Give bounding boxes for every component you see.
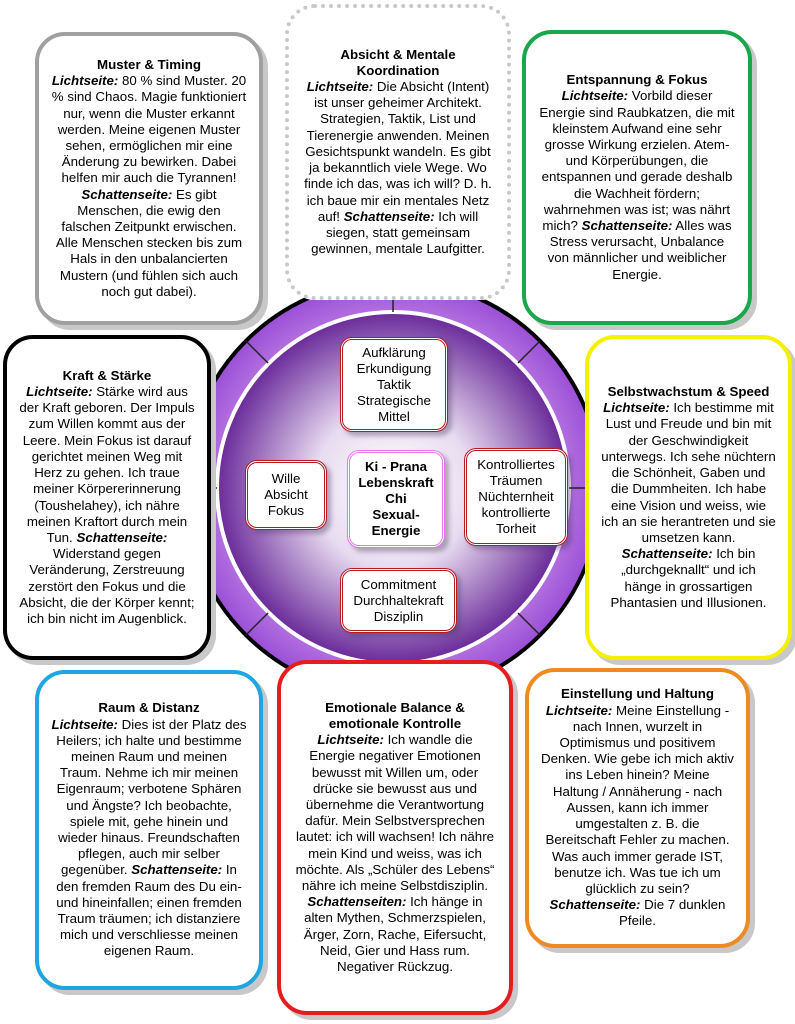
box-text: Es gibt Menschen, die ewig den falschen … (55, 186, 243, 299)
box-text: Ich wandle die Energie negativer Emotion… (295, 732, 495, 893)
wheel-line: Absicht (264, 487, 308, 502)
box-body: Lichtseite: Vorbild dieser Energie sind … (538, 88, 736, 282)
wheel-line: Lebenskraft (358, 475, 434, 490)
lichtseite-label: Lichtseite: (317, 732, 384, 748)
wheel-line: Nüchternheit (478, 489, 554, 504)
wheel-line: Aufklärung (362, 344, 426, 360)
box-text: In den fremden Raum des Du ein- und hine… (56, 862, 242, 959)
lichtseite-label: Lichtseite: (603, 400, 670, 416)
wheel-line: Torheit (496, 521, 536, 536)
wheel-line: Sexual- (372, 507, 420, 522)
wheel-line: Wille (271, 471, 301, 486)
lichtseite-label: Lichtseite: (51, 73, 119, 89)
wheel-line: kontrollierte (481, 505, 551, 520)
box-body: Lichtseite: Dies ist der Platz des Heile… (51, 717, 247, 960)
box-text: Meine Einstellung - nach Innen, wurzelt … (541, 702, 734, 896)
wheel-line: Strategische (357, 392, 431, 408)
box-title: Entspannung & Fokus (566, 72, 708, 88)
box-text: 80 % sind Muster. 20 % sind Chaos. Magie… (51, 73, 247, 186)
box-text: Vorbild dieser Energie sind Raubkatzen, … (539, 88, 735, 233)
box-body: Lichtseite: Die Absicht (Intent) ist uns… (301, 79, 495, 257)
schattenseite-label: Schattenseite: (81, 186, 173, 202)
schattenseite-label: Schattenseite: (621, 546, 713, 562)
wheel-line: Chi (385, 491, 407, 506)
lichtseite-label: Lichtseite: (26, 384, 93, 400)
box-text: Die 7 dunklen Pfeile. (619, 897, 726, 929)
box-body: Lichtseite: Ich bestimme mit Lust und Fr… (601, 400, 776, 611)
schattenseite-label: Schattenseiten: (307, 894, 407, 910)
box-text: Dies ist der Platz des Heilers; ich halt… (56, 716, 247, 878)
wheel-line: Träumen (489, 473, 543, 488)
schattenseite-label: Schattenseite: (581, 218, 673, 233)
box-text: Ich hänge in alten Mythen, Schmerzspiele… (303, 894, 487, 975)
box-title: Absicht & Mentale Koordination (340, 46, 456, 78)
schattenseite-label: Schattenseite: (76, 529, 168, 545)
wheel-line: Mittel (378, 408, 410, 424)
box-text: Stärke wird aus der Kraft geboren. Der I… (19, 384, 195, 545)
box-emotionale-balance: Emotionale Balance & emotionale Kontroll… (277, 660, 513, 1015)
wheel-line: Energie (371, 523, 421, 538)
schattenseite-label: Schattenseite: (343, 208, 435, 224)
box-title: Kraft & Stärke (62, 367, 152, 383)
box-text: Ich will siegen, statt gemeinsam gewinne… (311, 208, 485, 257)
box-body: Lichtseite: Stärke wird aus der Kraft ge… (19, 384, 195, 627)
lichtseite-label: Lichtseite: (561, 88, 629, 104)
box-title: Muster & Timing (97, 56, 201, 72)
wheel-line: Ki - Prana (364, 459, 428, 474)
lichtseite-label: Lichtseite: (545, 702, 613, 718)
box-text: Ich bestimme mit Lust und Freude und bin… (601, 400, 776, 545)
wheel-line: Taktik (376, 376, 411, 392)
box-title: Selbstwachstum & Speed (607, 384, 770, 400)
lichtseite-label: Lichtseite: (51, 716, 118, 732)
wheel-line: Kontrolliertes (477, 457, 555, 472)
schattenseite-label: Schattenseite: (131, 862, 223, 878)
box-text: Alles was Stress verursacht, Unbalance v… (547, 218, 732, 282)
box-text: Widerstand gegen Veränderung, Zerstreuun… (19, 546, 195, 626)
schattenseite-label: Schattenseite: (549, 897, 641, 913)
wheel-line: Durchhaltekraft (353, 592, 444, 608)
wheel-line: Commitment (360, 576, 437, 592)
wheel-line: Disziplin (373, 608, 424, 624)
wheel-line: Fokus (267, 503, 305, 518)
box-text: Ich bin „durchgeknallt“ und ich hänge in… (610, 546, 767, 610)
lichtseite-label: Lichtseite: (306, 79, 374, 95)
box-body: Lichtseite: Meine Einstellung - nach Inn… (541, 703, 734, 930)
box-title: Einstellung und Haltung (561, 686, 714, 702)
box-title: Emotionale Balance & emotionale Kontroll… (325, 699, 465, 731)
wheel-line: Erkundigung (356, 360, 432, 376)
box-title: Raum & Distanz (98, 700, 200, 716)
box-body: Lichtseite: 80 % sind Muster. 20 % sind … (51, 73, 247, 300)
box-text: Die Absicht (Intent) ist unser geheimer … (304, 79, 492, 224)
box-body: Lichtseite: Ich wandle die Energie negat… (293, 732, 497, 975)
